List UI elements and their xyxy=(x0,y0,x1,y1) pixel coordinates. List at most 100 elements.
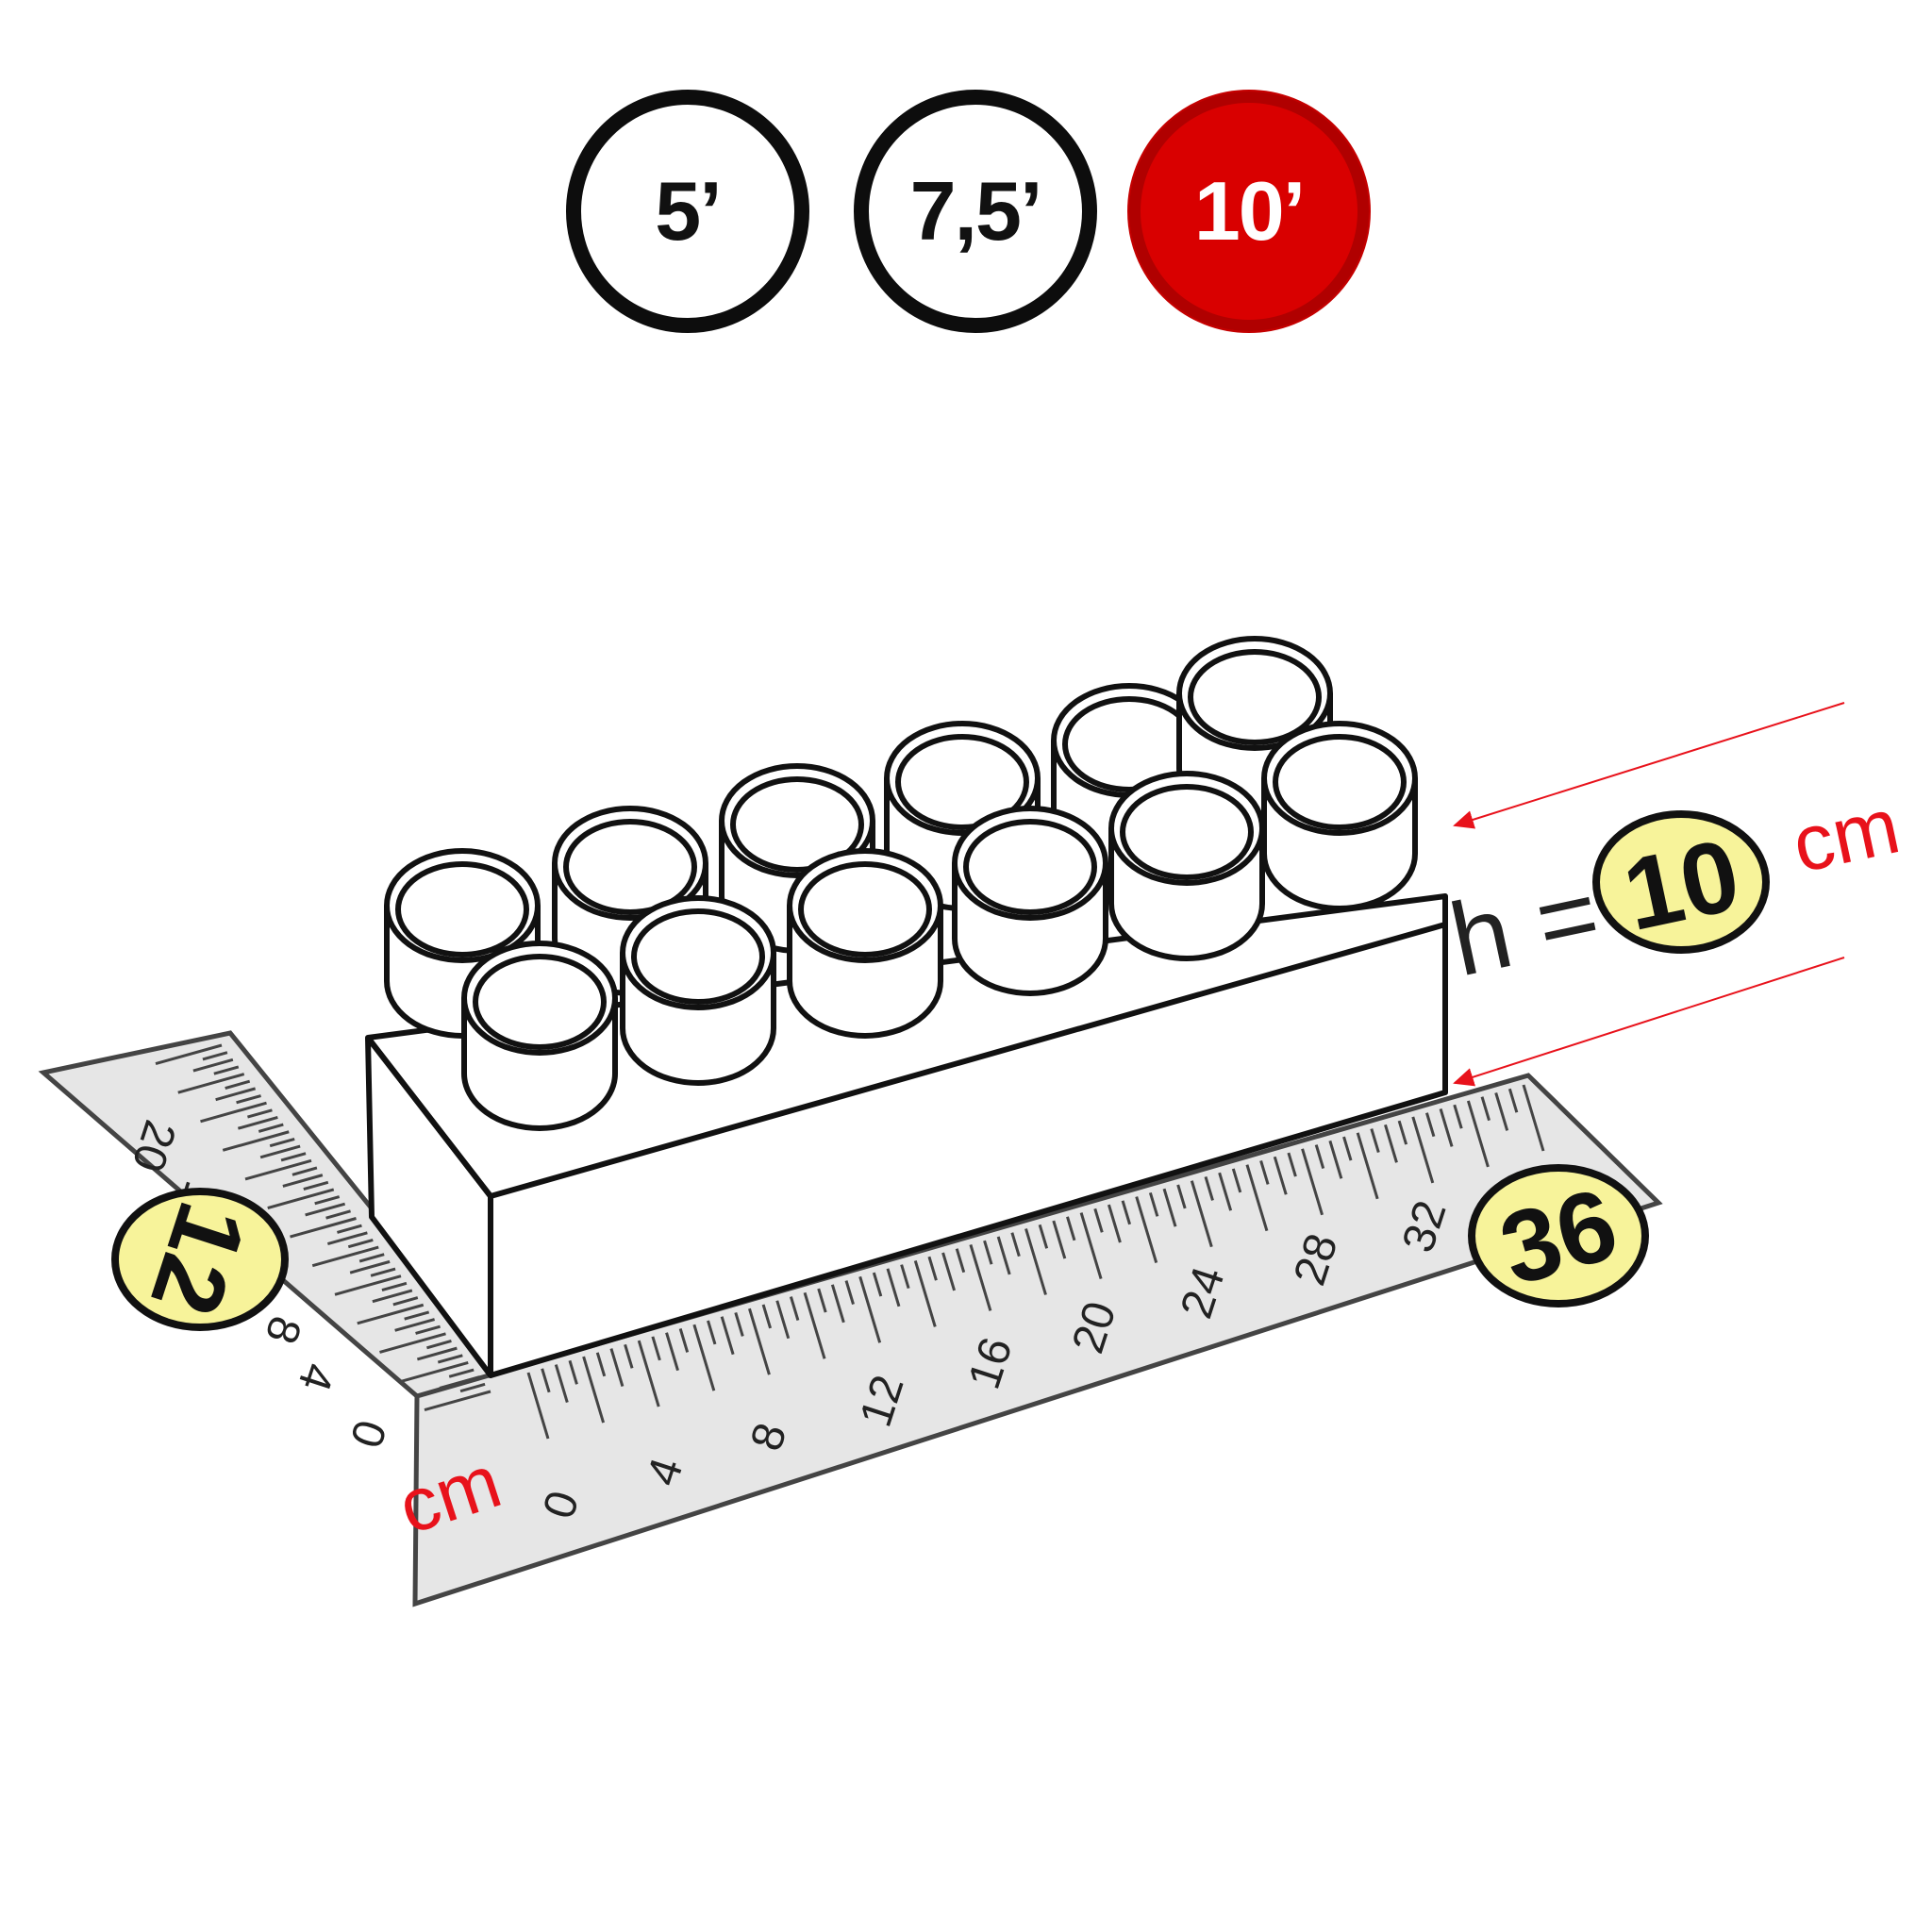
ruler-tick xyxy=(1384,1124,1398,1163)
ruler-short-label-4: 4 xyxy=(288,1357,343,1397)
ruler-tick xyxy=(1190,1180,1213,1248)
ruler-tick xyxy=(927,1256,938,1281)
ruler-tick xyxy=(357,1303,425,1325)
ruler-tick xyxy=(595,1352,607,1377)
ruler-tick xyxy=(844,1280,855,1306)
ruler-tick xyxy=(259,1144,301,1159)
brick-stud xyxy=(461,941,618,1131)
ruler-tick xyxy=(290,1217,357,1239)
brick-stud xyxy=(1108,771,1265,961)
ruler-tick xyxy=(651,1336,661,1361)
ruler-tick xyxy=(381,1281,408,1292)
ruler-tick xyxy=(236,1094,261,1105)
ruler-tick xyxy=(426,1340,452,1350)
ruler-tick xyxy=(983,1240,993,1265)
ruler-long-arm xyxy=(412,1073,1663,1607)
ruler-tick xyxy=(955,1248,966,1274)
ruler-tick xyxy=(858,1275,882,1343)
ruler-tick xyxy=(280,1152,307,1162)
ruler-tick xyxy=(326,1231,368,1245)
ruler-tick xyxy=(789,1296,800,1321)
ruler-tick xyxy=(424,1390,491,1412)
ruler-tick xyxy=(1162,1188,1177,1227)
ruler-tick xyxy=(1424,1112,1436,1138)
ruler-tick xyxy=(568,1359,578,1385)
ruler-tick xyxy=(1259,1160,1270,1185)
ruler-tick xyxy=(817,1288,827,1313)
ruler-tick xyxy=(1356,1132,1379,1200)
ruler-tick xyxy=(291,1166,318,1176)
height-badge xyxy=(1592,810,1770,954)
ruler-tick xyxy=(334,1274,402,1296)
ruler-tick xyxy=(155,1043,223,1066)
ruler-tick xyxy=(748,1307,771,1375)
ruler-tick xyxy=(1314,1144,1325,1169)
ruler-tick xyxy=(177,1073,245,1094)
ruler-tick xyxy=(247,1108,273,1119)
ruler-tick xyxy=(678,1327,690,1353)
ruler-tick xyxy=(1176,1184,1187,1209)
ruler-tick xyxy=(372,1289,413,1304)
ruler-tick xyxy=(244,1158,312,1181)
ruler-tick xyxy=(707,1320,717,1345)
ruler-tick xyxy=(941,1252,957,1291)
ruler-short-ticks xyxy=(155,1043,491,1412)
ruler-tick xyxy=(222,1130,290,1152)
ruler-tick xyxy=(1121,1200,1132,1225)
ruler-tick xyxy=(303,1180,329,1191)
ruler-tick xyxy=(404,1310,430,1321)
ruler-tick xyxy=(192,1058,234,1073)
ruler-tick xyxy=(665,1332,679,1372)
ruler-tick xyxy=(1038,1224,1049,1249)
ruler-tick xyxy=(1411,1116,1435,1184)
ruler-tick xyxy=(394,1318,436,1332)
ruler-tick xyxy=(237,1116,278,1130)
ruler-tick xyxy=(258,1123,284,1133)
ruler-tick xyxy=(1507,1088,1519,1113)
ruler-tick xyxy=(202,1051,228,1061)
length-badge: 36 xyxy=(1468,1164,1649,1307)
ruler-tick xyxy=(1093,1208,1104,1233)
ruler-tick xyxy=(1301,1148,1324,1216)
brick-stud xyxy=(787,848,943,1039)
ruler-tick xyxy=(1148,1191,1159,1217)
ruler-tick xyxy=(886,1268,901,1307)
ruler-short-label-8: 8 xyxy=(255,1310,310,1350)
size-option-10-selected[interactable]: 10’ xyxy=(1127,90,1371,333)
ruler-tick xyxy=(225,1079,251,1090)
ruler-tick xyxy=(1480,1096,1491,1122)
ruler-tick xyxy=(720,1316,735,1356)
ruler-tick xyxy=(734,1312,744,1337)
ruler-tick xyxy=(314,1195,341,1206)
ruler-tick xyxy=(213,1065,240,1075)
ruler-tick xyxy=(554,1364,569,1403)
ruler-tick xyxy=(1107,1204,1122,1243)
ruler-tick xyxy=(996,1236,1011,1275)
ruler-tick xyxy=(900,1264,910,1290)
ruler-tick xyxy=(200,1101,267,1124)
brick-stud xyxy=(1261,721,1418,911)
ruler-tick xyxy=(1024,1228,1047,1295)
ruler-tick xyxy=(269,1137,295,1148)
ruler-tick xyxy=(459,1382,486,1393)
ruler-tick xyxy=(347,1238,374,1249)
ruler-tick xyxy=(1494,1092,1509,1131)
ruler-tick xyxy=(392,1296,419,1307)
ruler-tick xyxy=(349,1259,391,1274)
ruler-tick xyxy=(416,1346,458,1361)
ruler-tick xyxy=(913,1259,937,1327)
ruler-tick xyxy=(609,1348,625,1388)
width-badge: 12 xyxy=(111,1188,289,1331)
lego-brick-icon xyxy=(365,636,1448,1378)
height-label: h = xyxy=(1441,855,1608,999)
ruler-short-label-0: 0 xyxy=(340,1414,395,1454)
ruler-tick xyxy=(1066,1216,1076,1241)
ruler-tick xyxy=(1522,1084,1545,1152)
ruler-tick xyxy=(1466,1100,1490,1168)
ruler-tick xyxy=(775,1300,791,1340)
ruler-tick xyxy=(761,1304,773,1329)
ruler-tick xyxy=(215,1087,257,1102)
ruler-tick xyxy=(830,1284,845,1324)
ruler-tick xyxy=(448,1368,475,1378)
